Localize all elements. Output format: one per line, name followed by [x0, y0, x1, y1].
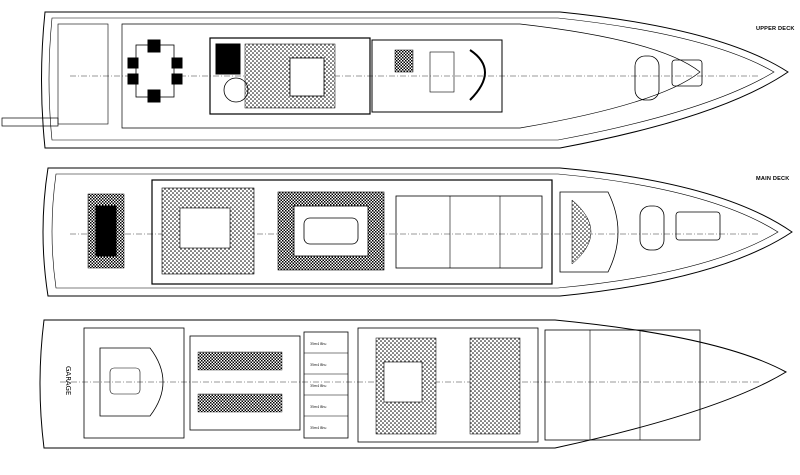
upper-deck-label: UPPER DECK [756, 26, 795, 32]
upper-deck-inner-hull [48, 17, 775, 141]
main-deck-inner-hull [51, 173, 779, 289]
upper-deck [1, 11, 789, 149]
lower-deck-engine-room [189, 335, 301, 431]
upper-deck-sidedeck [121, 23, 701, 129]
lower-deck [39, 319, 788, 449]
lower-deck-guest-cabins [357, 327, 539, 443]
cabin-label: 35m4 Bhu [310, 342, 326, 346]
lower-deck-crew-cabins [303, 331, 349, 439]
upper-deck-stern-platform [57, 23, 109, 125]
upper-deck-aft-rail [1, 117, 59, 127]
main-deck-tender [639, 205, 721, 251]
main-deck-dining [277, 191, 385, 271]
main-deck [42, 167, 793, 297]
main-deck-master-suite [559, 191, 619, 273]
cabin-label: 35m4 Bhu [310, 426, 326, 430]
main-deck-aft-dining [87, 193, 125, 269]
main-deck-superstructure [151, 179, 553, 285]
upper-deck-sun-table [127, 39, 183, 103]
cabin-label: 35m4 Bhu [310, 384, 326, 388]
garage-label: GARAGE [64, 366, 72, 395]
lower-deck-hull [39, 319, 788, 449]
lower-deck-garage [83, 327, 185, 439]
upper-deck-tender [634, 55, 703, 101]
lower-deck-crew-quarters [544, 329, 701, 441]
main-deck-saloon [161, 187, 255, 275]
upper-deck-bridge [371, 39, 503, 113]
cabin-label: 35m4 Bhu [310, 363, 326, 367]
cabin-label: 35m4 Bhu [310, 405, 326, 409]
main-deck-label: MAIN DECK [756, 176, 790, 182]
upper-deck-sky-lounge [209, 37, 371, 115]
upper-deck-hull [41, 11, 789, 149]
main-deck-hull [42, 167, 793, 297]
main-deck-galley-service [395, 195, 543, 269]
